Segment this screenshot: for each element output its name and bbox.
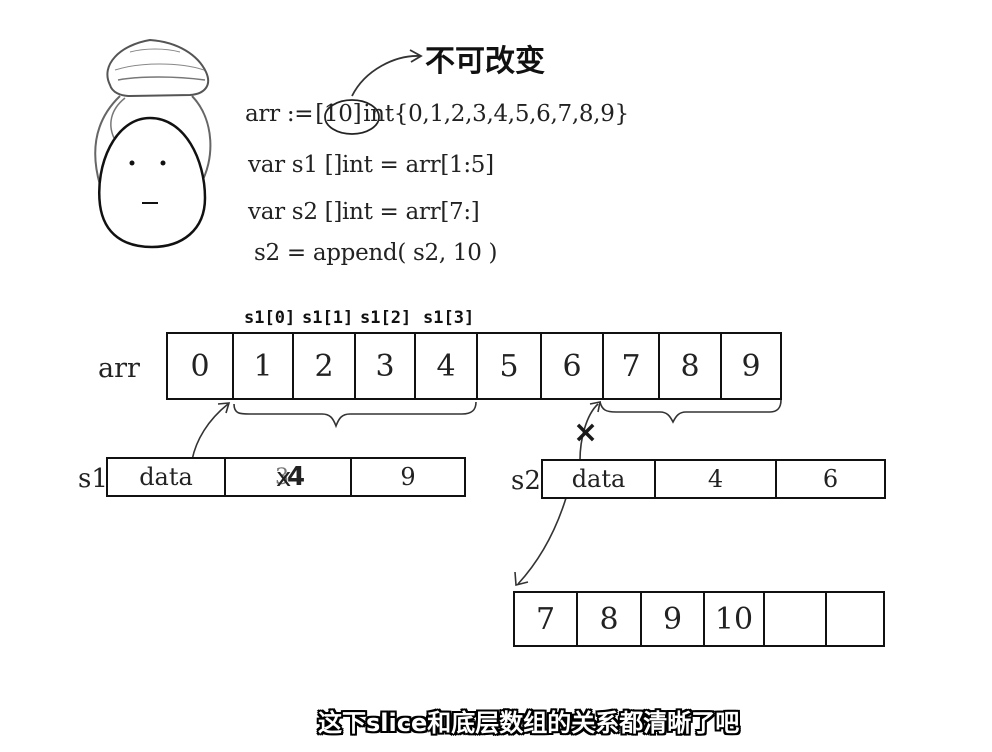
s1-len-old: 3	[274, 464, 289, 490]
array-cell: 5	[478, 334, 542, 398]
s2-label: s2	[511, 466, 541, 496]
index-label: s1[2]	[360, 308, 412, 328]
array-cell: 2	[294, 334, 356, 398]
new-array-cell	[765, 593, 827, 645]
s1-data-field: data	[108, 459, 226, 495]
underlying-array: 0 1 2 3 4 5 6 7 8 9	[166, 332, 782, 400]
cross-mark: ×	[573, 415, 599, 450]
code-arr-pre: arr :=	[245, 101, 314, 127]
code-arr-post: int{0,1,2,3,4,5,6,7,8,9}	[363, 101, 629, 127]
array-cell: 9	[741, 348, 761, 384]
arr-label: arr	[98, 353, 140, 384]
array-cell: 6	[542, 334, 604, 398]
immutable-note: 不可改变	[425, 44, 545, 79]
index-label: s1[3]	[423, 308, 475, 328]
s1-cap-field: 9	[400, 463, 416, 491]
code-line-s2: var s2 []int = arr[7:]	[248, 199, 480, 225]
new-array-cell	[827, 593, 883, 645]
code-line-append: s2 = append( s2, 10 )	[254, 240, 498, 266]
s2-cap-field: 6	[822, 465, 839, 493]
s1-slice-header: data 3 x 4 9	[106, 457, 466, 497]
array-cell: 3	[356, 334, 416, 398]
video-subtitle: 这下slice和底层数组的关系都清晰了吧	[318, 709, 740, 737]
s2-slice-header: data 4 6	[541, 459, 886, 499]
array-cell: 4	[416, 334, 478, 398]
index-label: s1[0]	[244, 308, 296, 328]
s1-label: s1	[78, 464, 108, 494]
new-array-cell: 8	[578, 593, 642, 645]
array-cell: 7	[604, 334, 660, 398]
hat-shape	[106, 38, 210, 98]
egg-face	[98, 116, 207, 249]
code-arr-len: [10]	[315, 101, 362, 127]
new-array-cell: 7	[515, 593, 578, 645]
new-array-cell: 10	[705, 593, 765, 645]
array-cell: 8	[660, 334, 722, 398]
s1-brace	[233, 401, 477, 429]
new-array: 7 8 9 10	[513, 591, 885, 647]
s1-len-field: 3 x 4	[226, 459, 352, 495]
s2-data-field: data	[543, 461, 656, 497]
s1-len-new: 4	[286, 462, 306, 492]
s2-len-field: 4	[656, 461, 777, 497]
array-cell: 1	[234, 334, 294, 398]
index-label: s1[1]	[302, 308, 354, 328]
code-line-arr: arr :=[10]int{0,1,2,3,4,5,6,7,8,9}	[245, 101, 629, 127]
array-cell: 0	[168, 334, 234, 398]
new-array-cell: 9	[642, 593, 705, 645]
s2-brace	[599, 399, 782, 424]
code-line-s1: var s1 []int = arr[1:5]	[248, 152, 494, 178]
